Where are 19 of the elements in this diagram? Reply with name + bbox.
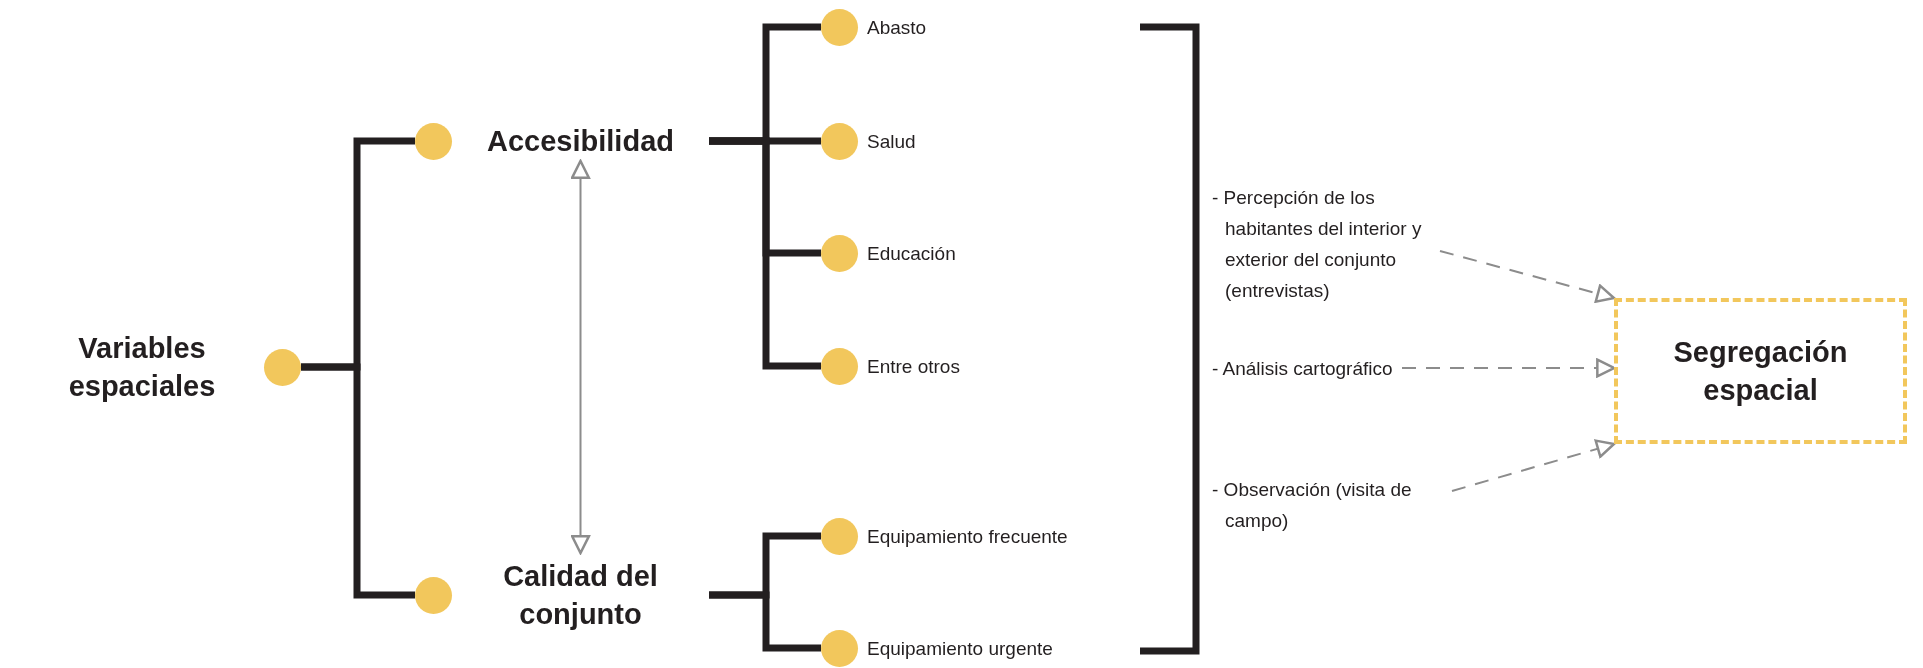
method-label: - Análisis cartográfico bbox=[1212, 356, 1394, 381]
item-label: Equipamiento urgente bbox=[867, 636, 1053, 661]
item-label: Entre otros bbox=[867, 354, 960, 379]
connector-line bbox=[301, 363, 415, 599]
item-label: Educación bbox=[867, 241, 956, 266]
double-arrow bbox=[570, 159, 591, 555]
dashed-arrow bbox=[1451, 439, 1616, 492]
method-label: - Percepción de los habitantes del interior y exterior del conjunto (entrevistas) bbox=[1212, 186, 1423, 303]
dashed-arrow bbox=[1439, 250, 1616, 303]
heading-label: Accesibilidad bbox=[486, 124, 675, 159]
heading-label: Variables espaciales bbox=[67, 331, 217, 404]
dashed-arrow bbox=[1401, 358, 1616, 378]
item-label: Equipamiento frecuente bbox=[867, 524, 1068, 549]
method-label: - Observación (visita de campo) bbox=[1212, 478, 1413, 533]
item-label: Salud bbox=[867, 129, 916, 154]
dashed-box bbox=[1614, 298, 1907, 444]
item-label: Abasto bbox=[867, 15, 927, 40]
heading-label: Calidad del conjunto bbox=[502, 559, 659, 632]
box-label: Segregación espacial bbox=[1672, 335, 1849, 408]
